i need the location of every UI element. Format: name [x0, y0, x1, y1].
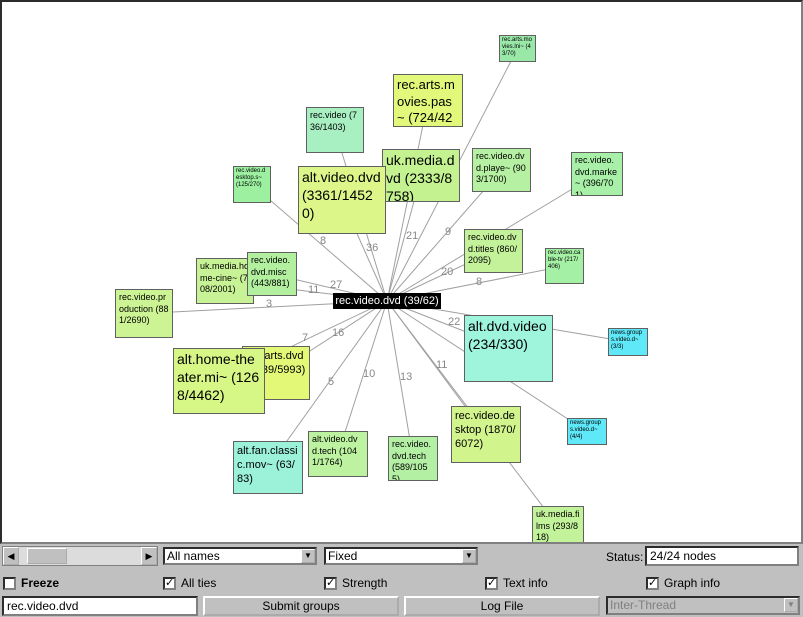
graph-node[interactable]: alt.fan.classic.mov~ (63/83): [233, 441, 303, 494]
edge-weight-label: 11: [436, 359, 447, 371]
graph-node[interactable]: rec.arts.movies.lni~ (43/70): [499, 35, 536, 62]
graph-node[interactable]: uk.media.dvd (2333/8758): [382, 149, 460, 202]
text-info-checkbox[interactable]: ✓ Text info: [485, 576, 548, 590]
check-icon[interactable]: ✓: [324, 576, 337, 590]
names-select-value: All names: [167, 549, 220, 563]
chevron-down-icon[interactable]: ▼: [784, 598, 798, 612]
freeze-checkbox[interactable]: Freeze: [3, 576, 59, 590]
graph-node[interactable]: rec.arts.movies.pas~ (724/4251): [393, 74, 463, 127]
edge-n04: [251, 184, 388, 302]
graph-node[interactable]: rec.video.dvd.misc (443/881): [247, 252, 297, 296]
chevron-down-icon[interactable]: ▼: [301, 549, 315, 563]
edge-weight-label: 10: [363, 368, 375, 380]
edge-weight-label: 36: [366, 242, 378, 254]
edge-n20: [337, 300, 388, 455]
group-input[interactable]: rec.video.dvd: [2, 596, 198, 616]
edge-weight-label: 8: [320, 235, 326, 247]
strength-checkbox[interactable]: ✓ Strength: [324, 576, 387, 590]
graph-node[interactable]: rec.video.dvd.marke~ (396/701): [571, 152, 623, 196]
status-label: Status:: [606, 550, 644, 564]
graph-node[interactable]: news.groups.video.d~ (4/4): [567, 418, 607, 445]
edge-weight-label: 13: [400, 371, 412, 383]
zoom-scrollbar[interactable]: ◀ ▶: [2, 546, 158, 566]
edge-weight-label: 20: [441, 266, 453, 278]
scroll-left-arrow-icon[interactable]: ◀: [3, 547, 19, 565]
layout-select[interactable]: Fixed ▼: [324, 547, 478, 565]
graph-node[interactable]: uk.media.films (293/818): [532, 506, 584, 542]
status-field: 24/24 nodes: [645, 546, 799, 566]
names-select[interactable]: All names ▼: [163, 547, 317, 565]
scroll-right-arrow-icon[interactable]: ▶: [141, 547, 157, 565]
center-node[interactable]: rec.video.dvd (39/62): [333, 293, 441, 309]
graph-node[interactable]: alt.dvd.video (234/330): [464, 315, 553, 382]
thread-select-value: Inter-Thread: [610, 598, 677, 612]
edge-n21: [386, 300, 414, 459]
graph-node[interactable]: alt.home-theater.mi~ (1268/4462): [173, 348, 265, 414]
edge-weight-label: 22: [448, 316, 460, 328]
graph-node[interactable]: rec.video.production (881/2690): [115, 289, 173, 338]
log-file-button[interactable]: Log File: [404, 596, 600, 616]
check-icon[interactable]: ✓: [485, 576, 498, 590]
edge-weight-label: 11: [308, 284, 319, 296]
freeze-label: Freeze: [21, 576, 60, 590]
all-ties-label: All ties: [181, 576, 217, 590]
strength-label: Strength: [342, 576, 388, 590]
text-info-label: Text info: [503, 576, 548, 590]
edge-weight-label: 7: [302, 332, 308, 344]
graph-node[interactable]: uk.media.home-cine~ (708/2001): [196, 258, 254, 304]
graph-node[interactable]: news.groups.video.d~ (3/3): [608, 328, 648, 356]
graph-node[interactable]: rec.video.dvd.titles (860/2095): [464, 229, 523, 273]
edge-weight-label: 21: [406, 230, 418, 242]
chevron-down-icon[interactable]: ▼: [462, 549, 476, 563]
thread-select[interactable]: Inter-Thread ▼: [606, 596, 800, 615]
edge-n19: [267, 300, 388, 468]
graph-node[interactable]: alt.video.dvd (3361/14520): [298, 166, 386, 234]
layout-select-value: Fixed: [328, 549, 358, 563]
graph-canvas[interactable]: 8 36 21 9 20 8 27 11 3 22 7 16 5 10 13 11 rec.arts.movi…: [0, 0, 803, 544]
graph-info-label: Graph info: [664, 576, 721, 590]
graph-node[interactable]: rec.video (736/1403): [306, 107, 364, 153]
check-icon[interactable]: ✓: [163, 576, 176, 590]
graph-node[interactable]: rec.video.desktop.s~ (125/270): [233, 166, 271, 203]
edge-weight-label: 9: [445, 226, 451, 238]
check-icon[interactable]: ✓: [646, 576, 659, 590]
freeze-box[interactable]: [3, 576, 16, 590]
scroll-thumb[interactable]: [27, 548, 67, 564]
edge-weight-label: 5: [328, 376, 334, 388]
graph-node[interactable]: alt.video.dvd.tech (1041/1764): [308, 431, 368, 477]
all-ties-checkbox[interactable]: ✓ All ties: [163, 576, 216, 590]
graph-node[interactable]: rec.video.cable-tv (217/406): [545, 248, 584, 284]
graph-node[interactable]: rec.video.desktop (1870/6072): [451, 406, 521, 463]
edge-weight-label: 27: [330, 279, 342, 291]
submit-groups-button[interactable]: Submit groups: [203, 596, 399, 616]
edge-weight-label: 8: [476, 276, 482, 288]
edge-weight-label: 16: [332, 327, 344, 339]
graph-node[interactable]: rec.video.dvd.playe~ (903/1700): [472, 148, 531, 192]
graph-node[interactable]: rec.video.dvd.tech (589/1055): [388, 436, 438, 481]
graph-info-checkbox[interactable]: ✓ Graph info: [646, 576, 720, 590]
edge-weight-label: 3: [266, 298, 272, 310]
